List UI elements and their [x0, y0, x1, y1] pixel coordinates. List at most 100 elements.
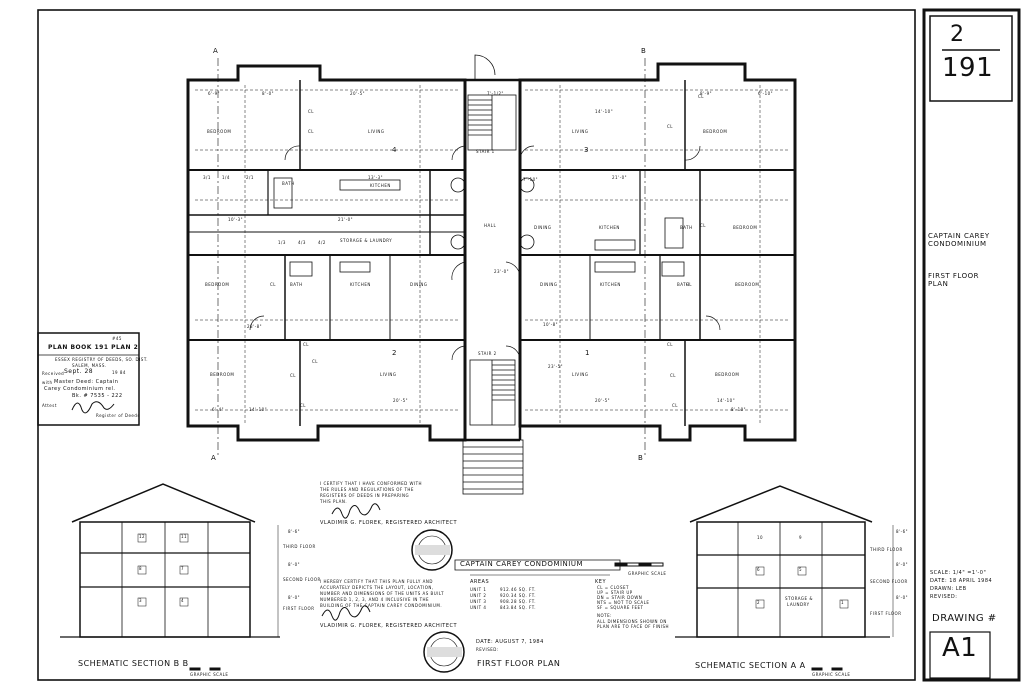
section-unit-number: 7	[181, 566, 185, 571]
certification-line: I CERTIFY THAT I HAVE CONFORMED WITH	[320, 481, 423, 486]
unit-number: 2	[392, 349, 397, 357]
room-label: BEDROOM	[703, 129, 728, 134]
closet-label: CL	[667, 342, 674, 347]
room-label: STAIR 2	[478, 351, 497, 356]
dimension-label: 10'-3"	[228, 217, 244, 222]
dimension-label: 14'-10"	[717, 398, 736, 403]
signature-2	[321, 605, 371, 621]
stamp-registry: ESSEX REGISTRY OF DEEDS, SO. DIST.	[55, 357, 149, 362]
drawing-number: A1	[942, 633, 978, 663]
room-label: KITCHEN	[370, 183, 391, 188]
floor-label: FIRST FLOOR	[870, 611, 902, 616]
architect-seal-2	[423, 631, 465, 673]
room-label: LIVING	[572, 129, 589, 134]
closet-label: CL	[686, 282, 693, 287]
key-note-line: PLAN ARE TO FACE OF FINISH	[597, 624, 670, 629]
title-block-border	[922, 8, 1021, 682]
dimension-label: 28'-8"	[247, 324, 263, 329]
section-unit-number: 11	[181, 534, 188, 539]
key-title: KEY	[595, 579, 606, 585]
room-label: STAIR 1	[476, 149, 495, 154]
banner-text: CAPTAIN CAREY CONDOMINIUM	[460, 560, 584, 568]
section-mark: A	[211, 454, 217, 462]
sheet-number-top: 2	[950, 22, 965, 47]
key-note-line: ALL DIMENSIONS SHOWN ON	[597, 619, 667, 624]
unit-number: 4	[392, 146, 397, 154]
closet-label: CL	[270, 282, 277, 287]
date-note: DATE: 18 APRIL 1984	[930, 578, 993, 584]
room-label: DINING	[410, 282, 428, 287]
room-label: KITCHEN	[350, 282, 371, 287]
architect-seal-1	[411, 529, 453, 571]
area-unit: UNIT 3	[470, 599, 487, 604]
section-unit-number: 1	[841, 600, 845, 605]
dimension-label: 7'-1/2"	[487, 91, 504, 96]
dimension-label: 21'-0"	[612, 175, 628, 180]
area-unit: UNIT 4	[470, 605, 487, 610]
floor-label: THIRD FLOOR	[283, 544, 316, 549]
closet-label: CL	[300, 403, 307, 408]
unit-number: 3	[584, 146, 589, 154]
architect-name-2: VLADIMIR G. FLOREK, REGISTERED ARCHITECT	[320, 623, 458, 629]
certification-line: ACCURATELY DEPICTS THE LAYOUT, LOCATION,	[320, 585, 434, 590]
stamp-corner: #45	[112, 336, 122, 341]
closet-label: CL	[672, 403, 679, 408]
storage-number: 1/3	[278, 240, 286, 245]
plan-outer-wall-right	[518, 62, 797, 442]
closet-label: CL	[667, 124, 674, 129]
closet-label: CL	[290, 373, 297, 378]
closet-label: CL	[698, 94, 705, 99]
dimension-label: 20'-5"	[393, 398, 409, 403]
certification-line: NUMBER AND DIMENSIONS OF THE UNITS AS BU…	[320, 591, 445, 596]
stamp-received-year: 19 84	[112, 370, 126, 375]
storage-number: 1/4	[222, 175, 230, 180]
room-label: HALL	[484, 223, 497, 228]
room-label: BATH	[282, 181, 295, 186]
storage-number: 2/1	[246, 175, 254, 180]
areas-title: AREAS	[470, 579, 490, 585]
dimension-label: 7'-10"	[523, 177, 539, 182]
signature-1	[331, 503, 381, 519]
core-walls	[465, 78, 520, 442]
room-label: BEDROOM	[733, 225, 758, 230]
dimension-label: 10'-8"	[543, 322, 559, 327]
section-unit-number: 6	[757, 567, 761, 572]
unit-number: 1	[585, 349, 590, 357]
key-item: NTS = NOT TO SCALE	[597, 600, 650, 605]
room-label: BEDROOM	[715, 372, 740, 377]
dimension-label: 23'-5"	[548, 364, 564, 369]
cert-revised: REVISED:	[476, 647, 499, 652]
certification-line: BUILDING OF THE CAPTAIN CAREY CONDOMINIU…	[320, 603, 443, 608]
dimension-label: 21'-0"	[338, 217, 354, 222]
register-signature	[71, 401, 115, 414]
area-unit: UNIT 2	[470, 593, 487, 598]
storage-number: 3/1	[203, 175, 211, 180]
section-unit-number: 9	[799, 535, 803, 540]
room-label: LIVING	[380, 372, 397, 377]
key-note-label: NOTE:	[597, 613, 612, 618]
closet-label: CL	[308, 129, 315, 134]
section-unit-number: 4	[181, 598, 185, 603]
stair-2	[469, 359, 516, 426]
cert-date: DATE: AUGUST 7, 1984	[476, 639, 544, 645]
section-height: 8'-0"	[288, 562, 300, 567]
section-height: 8'-0"	[896, 595, 908, 600]
key-item: DN = STAIR DOWN	[597, 595, 643, 600]
storage-number: 4/3	[298, 240, 306, 245]
graphic-scale-label: GRAPHIC SCALE	[628, 571, 667, 576]
graphic-scale-bar	[614, 562, 664, 567]
dimension-label: 13'-3"	[368, 175, 384, 180]
room-label: BEDROOM	[205, 282, 230, 287]
room-label: DINING	[534, 225, 552, 230]
room-label: LIVING	[368, 129, 385, 134]
room-label: BATH	[677, 282, 690, 287]
area-unit: UNIT 1	[470, 587, 487, 592]
section-storage-label: STORAGE &	[785, 596, 813, 601]
section-bb-drawing	[60, 483, 280, 638]
certification-line: REGISTERS OF DEEDS IN PREPARING	[320, 493, 410, 498]
section-height: 8'-0"	[896, 562, 908, 567]
room-label: LIVING	[572, 372, 589, 377]
closet-label: CL	[700, 223, 707, 228]
closet-label: CL	[312, 359, 319, 364]
